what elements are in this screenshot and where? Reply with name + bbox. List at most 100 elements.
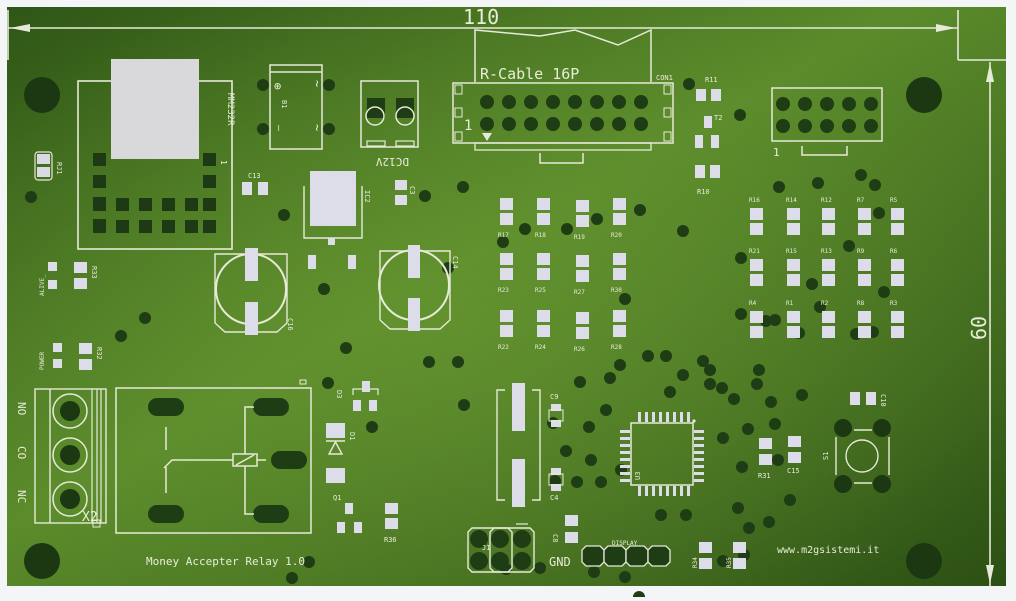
connector-pin (546, 117, 560, 131)
header-10pin: 1 (771, 87, 883, 159)
via (680, 509, 692, 521)
resistor-r24: R24 (535, 310, 550, 351)
resistor-r1: R1 (786, 300, 800, 338)
mcu-pin (645, 412, 648, 422)
via (286, 572, 298, 584)
via (735, 252, 747, 264)
display-label: DISPLAY (612, 540, 638, 547)
via (419, 190, 431, 202)
arrow-down-icon (986, 565, 994, 584)
capacitor-c3 (395, 180, 407, 205)
resistor-r6: R6 (890, 248, 904, 286)
dc-jack: DC12V (360, 80, 419, 168)
resistor-r35 (733, 542, 746, 569)
module-pad (203, 198, 216, 211)
terminal-ref: X2 (82, 510, 98, 525)
module-pad (203, 220, 216, 233)
mcu-pin (694, 472, 704, 475)
resistor-r5: R5 (890, 197, 904, 235)
via (519, 223, 531, 235)
display-pin (647, 545, 671, 567)
pushbutton-s1[interactable]: S1 (822, 419, 891, 493)
via (742, 423, 754, 435)
via (716, 382, 728, 394)
pin1-triangle-icon (482, 133, 492, 141)
via (873, 207, 885, 219)
resistor-label: R16 (749, 197, 760, 204)
connector-pin (568, 117, 582, 131)
mcu-pin (694, 465, 704, 468)
via (457, 181, 469, 193)
bridge-minus: — (273, 125, 284, 132)
via (765, 396, 777, 408)
via (115, 330, 127, 342)
via (751, 378, 763, 390)
svg-text:S1: S1 (822, 452, 830, 460)
via (878, 286, 890, 298)
resistor-label: R24 (535, 344, 546, 351)
display-pin (603, 545, 627, 567)
header-pin (798, 97, 812, 111)
svg-text:D1: D1 (348, 432, 356, 440)
module-pad (93, 198, 106, 211)
arrow-left-icon (10, 24, 30, 32)
via (717, 555, 729, 567)
via (452, 356, 464, 368)
svg-text:IC2: IC2 (363, 190, 371, 203)
via (633, 591, 645, 601)
capacitor-c13 (242, 182, 268, 195)
capacitor-c9: C9 (548, 393, 564, 427)
via (734, 109, 746, 121)
via (806, 278, 818, 290)
header-pin (776, 119, 790, 133)
module-pad (93, 175, 106, 188)
label-r34: R34 (692, 557, 699, 568)
mcu-pin (638, 486, 641, 496)
via (773, 181, 785, 193)
mcu-pin (666, 412, 669, 422)
header-pin (864, 119, 878, 133)
label-q1: Q1 (333, 494, 341, 502)
module-mm232r: MM232R 1 (77, 59, 235, 250)
resistor-r27: R27 (574, 255, 589, 296)
label-r10: R10 (697, 188, 710, 196)
header-pin (842, 119, 856, 133)
via (763, 516, 775, 528)
via (642, 350, 654, 362)
resistor-r12: R12 (821, 197, 835, 235)
mcu-pin (680, 486, 683, 496)
module-pad (93, 153, 106, 166)
label-c10: C10 (879, 394, 887, 407)
resistor-r26: R26 (574, 312, 589, 353)
terminal-label-co: CO (15, 446, 28, 459)
via (634, 204, 646, 216)
header-pin (798, 119, 812, 133)
regulator-ic2: IC2 (303, 171, 371, 269)
resistor-label: R13 (821, 248, 832, 255)
connector-pin (590, 117, 604, 131)
bridge-rectifier-b1: ⊕ — ~ ~ B1 (257, 64, 335, 150)
connector-pin (480, 95, 494, 109)
resistor-label: R14 (786, 197, 797, 204)
resistor-label: R30 (611, 287, 622, 294)
label-r33: R33 (90, 266, 98, 279)
header-pin (864, 97, 878, 111)
label-r11: R11 (705, 76, 718, 84)
label-c3: C3 (408, 186, 416, 194)
resistor-r15: R15 (786, 248, 800, 286)
resistor-r14: R14 (786, 197, 800, 235)
via (574, 376, 586, 388)
capacitor-c16: C16 (214, 248, 294, 335)
svg-text:J1: J1 (482, 544, 490, 552)
via (677, 369, 689, 381)
resistor-r34 (699, 542, 712, 569)
mounting-hole (24, 77, 60, 113)
mcu-pin (620, 472, 630, 475)
via (366, 421, 378, 433)
resistor-r30: R30 (611, 253, 626, 294)
resistor-label: R22 (498, 344, 509, 351)
label-t2: T2 (714, 114, 722, 122)
capacitor-c8 (565, 515, 578, 543)
module-ref: MM232R (225, 93, 235, 126)
via (655, 509, 667, 521)
